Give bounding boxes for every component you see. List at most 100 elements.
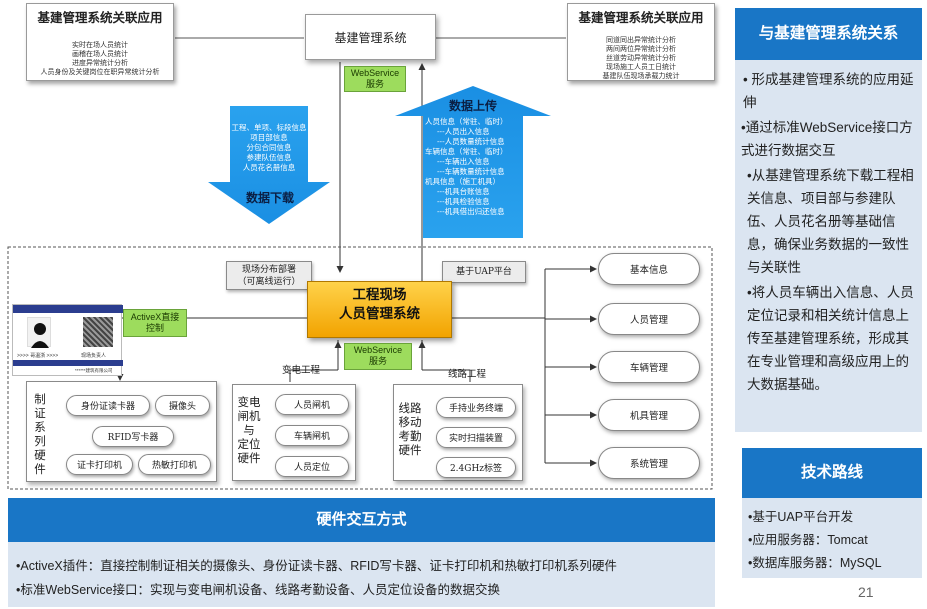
upload-info-line: ---人员数量统计信息	[437, 137, 505, 146]
site-personnel-management-system: 工程现场 人员管理系统	[307, 281, 452, 338]
deployment-line2: （可离线运行）	[237, 277, 301, 287]
id-card-photo	[27, 317, 51, 348]
upload-info-line: ---机具检验信息	[437, 197, 490, 206]
webservice-top-line2: 服务	[365, 79, 384, 89]
upload-info-line: 人员信息（常驻、临时）	[425, 117, 508, 126]
left-app-line: 进度异常统计分析	[72, 59, 128, 67]
title-line: 硬件	[237, 451, 261, 465]
webservice-bottom-line1: WebService	[353, 345, 403, 355]
id-card-name: >>>> 哥温浙 >>>>	[17, 353, 59, 359]
right-app-line: 现场施工人员工日统计	[606, 63, 676, 71]
left-app-line: 画稽在场人员统计	[72, 50, 128, 58]
upload-info-line: 机具信息（施工机具）	[425, 177, 500, 186]
relation-bullet: •通过标准WebService接口方式进行数据交互	[741, 120, 913, 158]
module-personnel-management: 人员管理	[598, 303, 700, 335]
personnel-gate-label: 人员闸机	[293, 401, 330, 411]
id-card-header-bar	[13, 305, 123, 313]
id-card-qr-code	[83, 317, 113, 347]
deployment-line1: 现场分布部署	[241, 265, 296, 275]
upload-arrow-shape	[395, 86, 551, 238]
module-label: 人员管理	[629, 315, 668, 326]
thermal-printer-label: 热敏打印机	[151, 461, 197, 471]
id-card-preview: >>>> 哥温浙 >>>> 现场负责人 ******建筑有限公司	[12, 304, 123, 376]
rfid-writer-node: RFID写卡器	[92, 426, 174, 447]
camera-label: 摄像头	[168, 402, 196, 412]
download-info-line: 工程、单项、标段信息	[231, 123, 307, 132]
realtime-scanner-node: 实时扫描装置	[436, 427, 516, 448]
download-info-line: 分包合同信息	[246, 143, 292, 152]
hardware-interaction-bullet: •标准WebService接口：实现与变电闸机设备、线路考勤设备、人员定位设备的…	[16, 583, 501, 597]
relation-panel-title: 与基建管理系统关系	[735, 8, 922, 60]
webservice-top-label: WebService 服务	[344, 66, 406, 92]
relation-bullet: •将人员车辆出入信息、人员定位记录和相关统计信息上传至基建管理系统，形成其在专业…	[747, 285, 914, 392]
id-card-reader-node: 身份证读卡器	[66, 395, 150, 416]
vehicle-gate-node: 车辆闸机	[275, 425, 349, 446]
title-line: 硬件	[398, 443, 422, 457]
rf-tag-label: 2.4GHz标签	[449, 464, 503, 474]
personnel-gate-node: 人员闸机	[275, 394, 349, 415]
infrastructure-system-title: 基建管理系统	[334, 30, 407, 45]
module-equipment-management: 机具管理	[598, 399, 700, 431]
main-system-line1: 工程现场	[352, 287, 407, 303]
relation-bullet: • 形成基建管理系统的应用延伸	[743, 72, 914, 110]
hardware-interaction-body: •ActiveX插件：直接控制制证相关的摄像头、身份证读卡器、RFID写卡器、证…	[8, 542, 715, 607]
card-printer-label: 证卡打印机	[76, 461, 122, 471]
title-line: 移动	[398, 415, 422, 429]
left-app-line: 人员身份及关键岗位在职异常统计分析	[40, 68, 160, 76]
card-printer-node: 证卡打印机	[66, 454, 133, 475]
module-label: 机具管理	[629, 411, 668, 422]
download-info-list: 工程、单项、标段信息 项目部信息 分包合同信息 参建队伍信息 人员花名册信息	[230, 123, 308, 173]
title-char: 硬	[34, 448, 46, 462]
infrastructure-management-system-box: 基建管理系统	[305, 14, 436, 60]
uap-platform-label: 基于UAP平台	[442, 261, 526, 283]
webservice-top-line1: WebService	[350, 68, 400, 78]
tech-route-title: 技术路线	[742, 448, 922, 498]
upload-info-line: 车辆信息（常驻、临时）	[425, 147, 508, 156]
certificate-hardware-title: 制 证 系 列 硬 件	[29, 392, 51, 476]
webservice-bottom-line2: 服务	[368, 356, 387, 366]
left-app-line: 实时在场人员统计	[72, 41, 128, 49]
right-app-line: 同道同出异常统计分析	[606, 36, 676, 44]
relation-panel-body: • 形成基建管理系统的应用延伸 •通过标准WebService接口方式进行数据交…	[735, 60, 922, 432]
hardware-interaction-title: 硬件交互方式	[8, 498, 715, 542]
title-line: 变电	[237, 395, 261, 409]
substation-project-label: 变电工程	[282, 365, 321, 376]
title-line: 考勤	[398, 429, 422, 443]
handheld-terminal-node: 手持业务终端	[436, 397, 516, 418]
right-related-apps-box: 基建管理系统关联应用 同道同出异常统计分析 两间两位异常统计分析 丝道劳动异常统…	[567, 3, 715, 81]
upload-info-line: ---人员出入信息	[437, 127, 490, 136]
download-arrow-shape	[208, 106, 330, 224]
title-char: 列	[34, 434, 46, 448]
title-char: 系	[34, 420, 46, 434]
right-app-line: 丝道劳动异常统计分析	[606, 54, 676, 62]
line-hardware-title: 线路 移动 考勤 硬件	[395, 401, 425, 457]
hardware-interaction-bullet: •ActiveX插件：直接控制制证相关的摄像头、身份证读卡器、RFID写卡器、证…	[16, 559, 617, 573]
upload-info-line: ---车辆数量统计信息	[437, 167, 505, 176]
title-line: 与	[243, 423, 255, 437]
tech-route-bullet: •应用服务器：Tomcat	[748, 533, 868, 547]
webservice-bottom-label: WebService 服务	[344, 343, 412, 370]
title-line: 线路	[398, 401, 422, 415]
download-info-line: 项目部信息	[250, 133, 288, 142]
activex-line2: 控制	[145, 323, 164, 333]
id-card-role: 现场负责人	[81, 353, 107, 359]
title-line: 定位	[237, 437, 261, 451]
upload-title: 数据上传	[448, 99, 497, 113]
main-system-line2: 人员管理系统	[339, 306, 420, 322]
realtime-scanner-label: 实时扫描装置	[448, 434, 503, 444]
rfid-writer-label: RFID写卡器	[107, 433, 159, 443]
upload-info-line: ---机具台账信息	[437, 187, 490, 196]
personnel-positioning-node: 人员定位	[275, 456, 349, 477]
handheld-terminal-label: 手持业务终端	[448, 404, 503, 414]
title-char: 制	[34, 392, 46, 406]
id-card-company: ******建筑有限公司	[75, 368, 113, 373]
vehicle-gate-label: 车辆闸机	[293, 432, 330, 442]
deployment-label: 现场分布部署 （可离线运行）	[226, 261, 312, 290]
upload-info-list: 人员信息（常驻、临时） ---人员出入信息 ---人员数量统计信息 车辆信息（常…	[425, 117, 525, 217]
module-basic-info: 基本信息	[598, 253, 700, 285]
person-silhouette-icon	[31, 323, 49, 348]
module-system-management: 系统管理	[598, 447, 700, 479]
module-label: 车辆管理	[629, 363, 668, 374]
id-card-reader-label: 身份证读卡器	[80, 402, 135, 412]
upload-info-line: ---车辆出入信息	[437, 157, 490, 166]
